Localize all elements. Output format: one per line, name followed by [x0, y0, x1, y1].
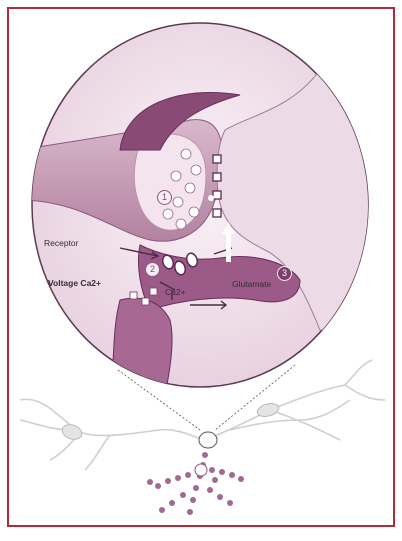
- marker-2: 2: [145, 262, 160, 277]
- label-ca: Ca2+: [165, 288, 186, 297]
- marker-3: 3: [277, 266, 292, 281]
- marker-1: 1: [157, 190, 172, 205]
- astrocyte-soma: [195, 464, 207, 476]
- label-voltage-ca: Voltage Ca2+: [48, 279, 101, 288]
- released-glutamate: [208, 195, 214, 201]
- label-glutamate: Glutamate: [232, 280, 271, 289]
- label-receptor: Receptor: [44, 239, 79, 248]
